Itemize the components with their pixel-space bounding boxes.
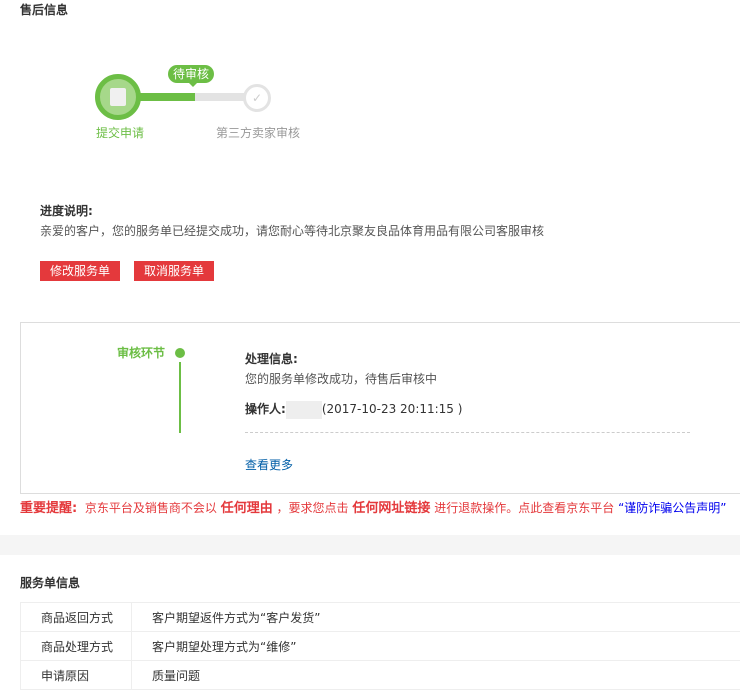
warning-bold: 任何网址链接 — [352, 501, 430, 516]
row-key: 商品处理方式 — [21, 632, 132, 661]
operator-label: 操作人: — [245, 402, 286, 416]
row-key: 申请原因 — [21, 661, 132, 690]
operator-row: 操作人: (2017-10-23 20:11:15 ) — [245, 400, 462, 419]
table-row: 商品处理方式客户期望处理方式为“维修” — [21, 632, 740, 661]
row-value: 质量问题 — [132, 661, 740, 690]
progress-desc-label: 进度说明: — [40, 202, 93, 219]
calendar-icon — [110, 88, 126, 106]
service-info-title: 服务单信息 — [20, 574, 80, 591]
fraud-notice-link[interactable]: “谨防诈骗公告声明” — [618, 501, 726, 515]
section-separator — [0, 535, 740, 555]
table-row: 申请原因质量问题 — [21, 661, 740, 690]
warning-text: 重要提醒: 京东平台及销售商不会以 任何理由 ，要求您点击 任何网址链接 进行退… — [20, 497, 727, 516]
row-key: 商品返回方式 — [21, 603, 132, 632]
cancel-service-button[interactable]: 取消服务单 — [134, 261, 214, 281]
service-info-table: 商品返回方式客户期望返件方式为“客户发货” 商品处理方式客户期望处理方式为“维修… — [20, 602, 740, 690]
step-label-submit: 提交申请 — [96, 124, 144, 141]
modify-service-button[interactable]: 修改服务单 — [40, 261, 120, 281]
info-label: 处理信息: — [245, 350, 298, 367]
warning-label: 重要提醒: — [20, 501, 77, 516]
timeline-line — [179, 362, 181, 433]
timeline-dot — [175, 348, 185, 358]
progress-desc-text: 亲爱的客户，您的服务单已经提交成功，请您耐心等待北京聚友良品体育用品有限公司客服… — [40, 222, 544, 239]
row-value: 客户期望返件方式为“客户发货” — [132, 603, 740, 632]
warning-part: 进行退款操作。点此查看京东平台 — [434, 501, 614, 515]
operation-time: (2017-10-23 20:11:15 ) — [322, 402, 463, 416]
warning-part: ，要求您点击 — [277, 501, 349, 515]
step-label-review: 第三方卖家审核 — [216, 124, 300, 141]
status-badge: 待审核 — [168, 65, 214, 83]
progress-bar-done — [138, 93, 195, 101]
step-submitted-circle — [95, 74, 141, 120]
progress-bar-pending — [195, 93, 247, 101]
warning-part: 京东平台及销售商不会以 — [85, 501, 217, 515]
divider — [245, 432, 690, 433]
info-text: 您的服务单修改成功，待售后审核中 — [245, 370, 437, 387]
operator-blurred — [286, 401, 322, 419]
timeline-stage: 审核环节 — [117, 344, 165, 361]
view-more-link[interactable]: 查看更多 — [245, 456, 293, 473]
warning-bold: 任何理由 — [221, 501, 273, 516]
section-title: 售后信息 — [20, 1, 68, 18]
table-row: 商品返回方式客户期望返件方式为“客户发货” — [21, 603, 740, 632]
check-icon: ✓ — [243, 84, 271, 112]
row-value: 客户期望处理方式为“维修” — [132, 632, 740, 661]
